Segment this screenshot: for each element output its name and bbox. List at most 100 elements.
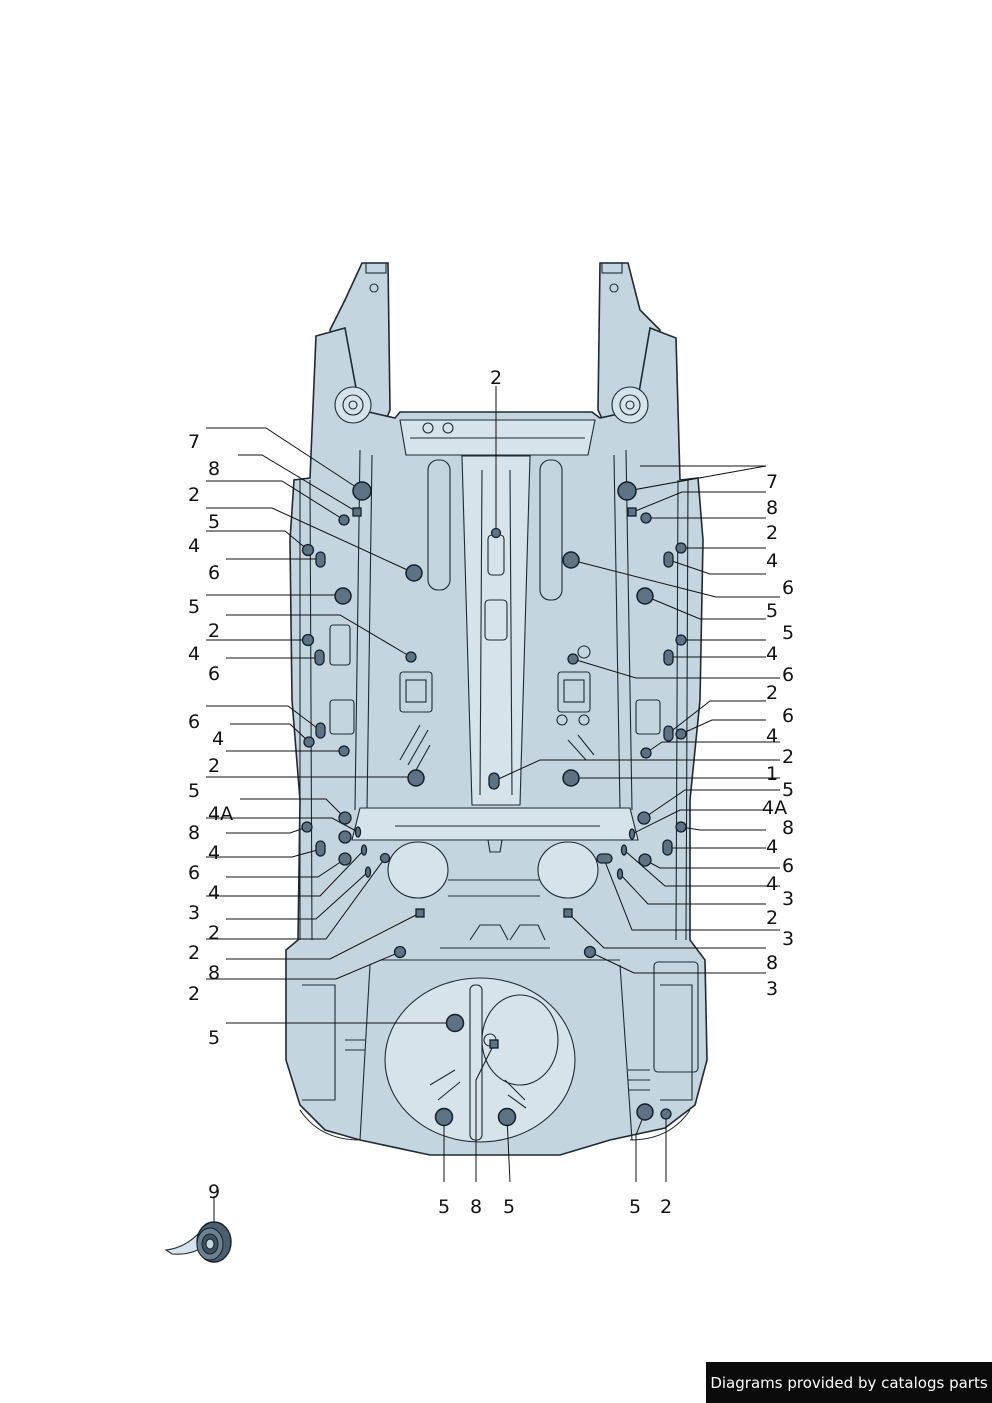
plug-oval	[314, 649, 325, 666]
plug-small	[303, 736, 315, 748]
plug-small	[393, 945, 407, 959]
callout-label: 2	[490, 367, 502, 389]
callout-label: 5	[503, 1196, 515, 1218]
plug-large	[617, 481, 637, 501]
callout-label: 4A	[762, 797, 787, 819]
plug-small	[405, 651, 417, 663]
callout-label: 5	[438, 1196, 450, 1218]
plug-small	[640, 512, 652, 524]
underbody-floor-pan	[285, 262, 708, 1156]
plug-large	[334, 587, 352, 605]
callout-labels-top-bottom: 2 5 8 5 5 2 9	[208, 367, 672, 1218]
callout-label: 2	[188, 983, 200, 1005]
callout-label: 4	[766, 873, 778, 895]
callout-label: 3	[766, 978, 778, 1000]
plug-oval	[663, 725, 674, 742]
plug-small	[301, 821, 313, 833]
plug-small	[338, 830, 352, 844]
plug-oval	[662, 839, 673, 856]
plug-small	[301, 633, 315, 647]
callout-label: 6	[208, 663, 220, 685]
callout-label: 8	[188, 822, 200, 844]
leader-lines	[206, 386, 780, 1222]
callout-label: 2	[188, 484, 200, 506]
plug-large	[445, 1013, 465, 1033]
callout-label: 7	[188, 431, 200, 453]
plug-large	[562, 769, 580, 787]
plug-slot	[628, 828, 636, 840]
plug-large	[407, 769, 425, 787]
callout-label: 7	[766, 471, 778, 493]
plug-large	[497, 1107, 517, 1127]
callout-label: 2	[208, 620, 220, 642]
plug-small	[640, 747, 652, 759]
plug-small	[338, 745, 350, 757]
plug-small	[637, 811, 651, 825]
callout-label: 2	[782, 746, 794, 768]
callout-label: 1	[766, 763, 778, 785]
plug-small	[301, 543, 315, 557]
plug-large	[405, 564, 423, 582]
callout-label: 2	[188, 942, 200, 964]
plug-oval	[488, 772, 500, 790]
plug-square	[415, 908, 425, 918]
callout-label: 5	[188, 596, 200, 618]
callout-label: 6	[208, 562, 220, 584]
callout-labels-left: 7 8 2 5 4 6 5 2 4 6 6 4 2 5 4A 8 4 6 4 3…	[188, 431, 233, 1049]
plug-oval	[315, 722, 326, 739]
callout-label: 2	[766, 522, 778, 544]
plug-small	[338, 852, 352, 866]
callout-label: 8	[766, 497, 778, 519]
plug-small	[675, 728, 687, 740]
plug-slot	[616, 868, 624, 880]
callout-label: 5	[188, 780, 200, 802]
callout-label: 8	[208, 962, 220, 984]
callout-label: 8	[782, 817, 794, 839]
callout-label: 4	[212, 728, 224, 750]
plug-oval	[315, 551, 326, 568]
plug-small	[490, 527, 502, 539]
callout-label: 4	[188, 643, 200, 665]
callout-label: 3	[782, 928, 794, 950]
callout-label: 3	[188, 902, 200, 924]
plug-slot	[620, 844, 628, 856]
callout-label: 4	[188, 535, 200, 557]
callout-label: 2	[766, 682, 778, 704]
callout-label: 6	[782, 855, 794, 877]
callout-label: 4	[208, 842, 220, 864]
plug-oval	[596, 853, 613, 864]
plug-small	[583, 945, 597, 959]
plug-small	[675, 634, 687, 646]
callout-label-tape: 9	[208, 1181, 220, 1203]
plug-large	[352, 481, 372, 501]
callout-label: 8	[208, 458, 220, 480]
callout-label: 2	[766, 907, 778, 929]
plug-oval	[663, 649, 674, 666]
callout-label: 6	[188, 862, 200, 884]
plug-square	[489, 1039, 499, 1049]
callout-label: 4	[766, 836, 778, 858]
callout-label: 2	[208, 922, 220, 944]
callout-label: 4	[766, 643, 778, 665]
callout-label: 6	[188, 711, 200, 733]
plug-oval	[663, 551, 674, 568]
plug-large	[562, 551, 580, 569]
callout-label: 2	[208, 755, 220, 777]
plug-slot	[360, 844, 368, 856]
callout-label: 6	[782, 664, 794, 686]
callout-label: 5	[208, 511, 220, 533]
plug-small	[379, 852, 391, 864]
plug-small	[567, 653, 579, 665]
plug-oval	[315, 840, 326, 857]
callout-label: 5	[766, 600, 778, 622]
callout-label: 6	[782, 705, 794, 727]
plug-small	[638, 853, 652, 867]
plugs	[301, 481, 687, 1127]
callout-label: 4	[208, 882, 220, 904]
plug-small	[660, 1108, 672, 1120]
callout-label: 5	[782, 779, 794, 801]
credit-text: Diagrams provided by catalogs parts	[710, 1373, 988, 1392]
callout-label: 5	[629, 1196, 641, 1218]
plug-small	[338, 811, 352, 825]
